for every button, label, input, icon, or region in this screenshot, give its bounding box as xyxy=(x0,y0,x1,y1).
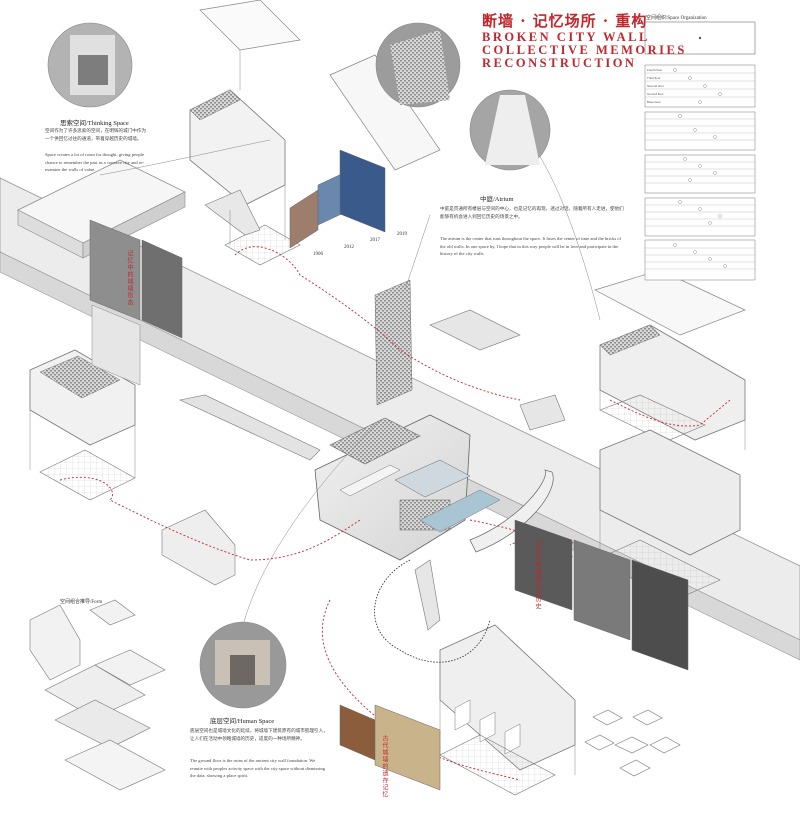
row-label: Fourth floor xyxy=(647,68,663,72)
title-line-3: RECONSTRUCTION xyxy=(482,56,637,70)
row-label: Second floor xyxy=(647,84,664,88)
photo-circles xyxy=(47,22,551,709)
thinking-space-text-cn: 空间作为了许多思索的空间，在明辉的城门中作为一个供回忆过往的通道，带着穿越历史的… xyxy=(45,128,147,141)
title-line-1: BROKEN CITY WALL xyxy=(482,30,650,44)
atrium-tower xyxy=(374,279,413,406)
year-label: 1906 xyxy=(313,252,323,257)
vertical-caption-2: 记忆中城墙城内的历史 xyxy=(534,540,541,610)
title-line-2: COLLECTIVE MEMORIES xyxy=(482,43,687,57)
row-label: Basement xyxy=(647,100,661,104)
thinking-space-text-en: Space creates a lot of room for thought,… xyxy=(45,152,144,172)
space-organization-heading: 空间组织/Space Organization xyxy=(646,16,707,21)
human-space-text-en: The ground floor is the ruins of the anc… xyxy=(190,758,325,778)
year-label: 2017 xyxy=(370,238,380,243)
lower-arch-building xyxy=(439,624,576,796)
photo-panels xyxy=(89,149,689,791)
space-organization-chart xyxy=(644,21,756,281)
exploded-top-pieces xyxy=(189,0,441,266)
spatial-composition-heading: 空间组合推导/Form xyxy=(60,600,103,605)
atrium-heading: 中庭/Atrium xyxy=(480,196,514,203)
space-organization-row-labels: Fourth floor Third floor Second floor Gr… xyxy=(647,66,664,106)
spatial-composition-pieces xyxy=(29,599,166,791)
thinking-space-heading: 思索空间/Thinking Space xyxy=(60,120,129,127)
title-chinese: 断墙 · 记忆场所 · 重构 xyxy=(482,12,648,30)
row-label: Ground floor xyxy=(647,92,664,96)
year-label: 2019 xyxy=(397,232,407,237)
vertical-caption-3: 古代城墙的遗存记忆 xyxy=(381,735,388,798)
atrium-text-cn: 中庭是贯通所有楼层与空间的中心，也是记忆的再现，透过对话，随着所有人走进，使他们… xyxy=(440,206,624,219)
plan-tiles xyxy=(584,709,681,777)
human-space-text-cn: 底层空间也是城墙文化的延续。将城墙下建筑原有的城市肌理引入，让人们在活动中领略城… xyxy=(190,728,328,741)
central-building xyxy=(179,394,554,631)
human-space-heading: 底层空间/Human Space xyxy=(210,718,275,725)
basement-route xyxy=(374,559,491,663)
atrium-text-en: The atrium is the center that runs throu… xyxy=(440,236,622,256)
left-room-pieces xyxy=(29,349,236,586)
year-label: 2012 xyxy=(344,245,354,250)
vertical-caption-1: 记忆中的城墙形态 xyxy=(126,250,133,306)
row-label: Third floor xyxy=(647,76,661,80)
